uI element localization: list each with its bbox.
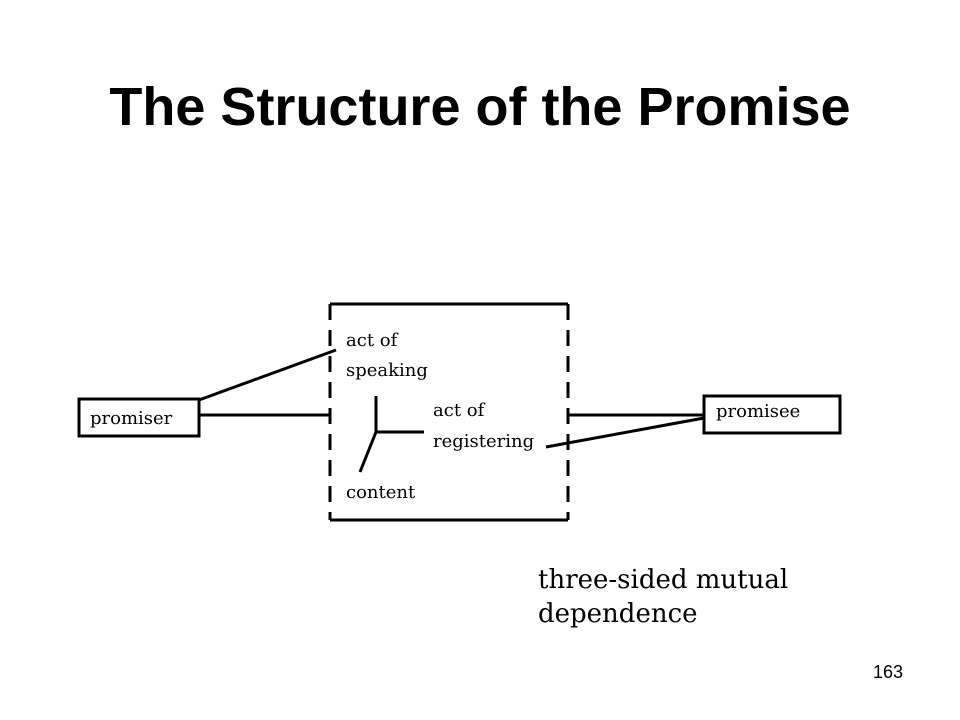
act-of-registering-line-2: registering	[433, 431, 534, 452]
diagram-caption: three-sided mutual dependence	[538, 564, 788, 632]
promiser-to-speaking-connector	[198, 348, 337, 402]
caption-line-1: three-sided mutual	[538, 565, 789, 595]
caption-line-2: dependence	[538, 598, 698, 629]
promiser-box	[77, 397, 201, 438]
page-number: 163	[872, 662, 903, 682]
act-of-speaking-line-2: speaking	[346, 360, 428, 381]
promisee-label: promisee	[716, 401, 800, 422]
promiser-node: promiser	[77, 397, 201, 438]
act-of-speaking-line-1: act of	[346, 330, 399, 351]
act-of-registering-line-1: act of	[433, 400, 486, 421]
junction-branch-content	[358, 431, 378, 473]
registering-to-promisee-connector	[545, 416, 705, 449]
promiser-label: promiser	[90, 408, 173, 429]
three-way-junction	[358, 396, 424, 473]
promisee-node: promisee	[702, 394, 842, 435]
content-label: content	[346, 482, 416, 503]
act-of-registering-label: act of registering	[433, 400, 534, 452]
act-of-speaking-label: act of speaking	[346, 330, 428, 381]
slide-title: The Structure of the Promise	[109, 77, 851, 137]
